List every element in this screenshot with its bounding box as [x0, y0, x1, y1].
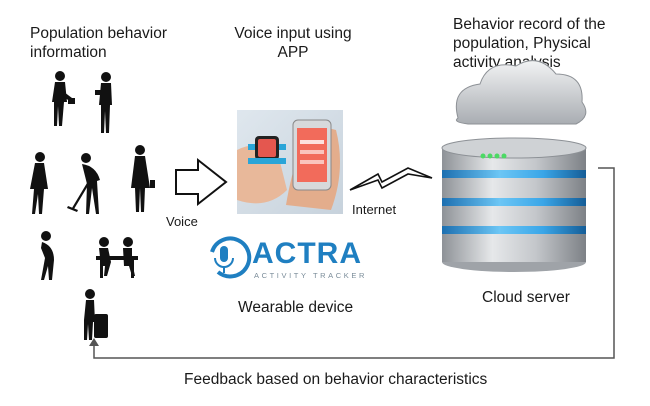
- cloud-icon: [456, 61, 586, 124]
- person-silhouette-icon: [52, 71, 75, 126]
- lightning-icon: [350, 168, 432, 190]
- status-led: [481, 154, 486, 159]
- person-silhouette-icon: [41, 231, 54, 280]
- smartphone-icon: [293, 120, 331, 190]
- status-led: [488, 154, 493, 159]
- person-silhouette-icon: [30, 152, 48, 214]
- microphone-icon: [212, 238, 249, 276]
- person-silhouette-icon: [131, 145, 155, 212]
- server-stack-icon: [442, 138, 586, 272]
- person-silhouette-icon: [96, 237, 138, 278]
- person-silhouette-icon: [95, 72, 112, 133]
- person-silhouette-icon: [84, 289, 108, 340]
- people-silhouettes: [30, 71, 155, 340]
- person-silhouette-icon: [67, 153, 100, 214]
- status-led: [495, 154, 500, 159]
- status-led: [502, 154, 507, 159]
- phone-watch-photo: [237, 110, 343, 214]
- voice-arrow: [176, 160, 226, 204]
